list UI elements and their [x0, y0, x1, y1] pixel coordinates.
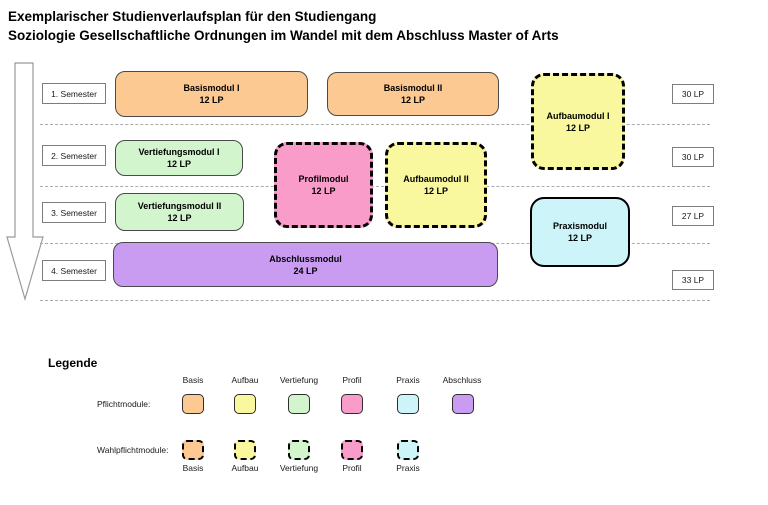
module-aufbaumodul-1: Aufbaumodul I 12 LP: [531, 73, 625, 170]
legend-col-label-profil-bottom: Profil: [342, 463, 362, 473]
legend-row-label-pflichtmodule: Pflichtmodule:: [97, 399, 151, 409]
module-name: Vertiefungsmodul II: [137, 201, 222, 211]
module-credits: 12 LP: [199, 95, 224, 105]
legend-swatch-basis-solid: [182, 394, 204, 414]
module-vertiefungsmodul-1: Vertiefungsmodul I 12 LP: [115, 140, 243, 176]
legend-col-label-aufbau-bottom: Aufbau: [231, 463, 259, 473]
lp-total-semester-2: 30 LP: [672, 147, 714, 167]
legend-swatch-profil-solid: [341, 394, 363, 414]
semester-label-1: 1. Semester: [42, 83, 106, 104]
legend-col-label-praxis-bottom: Praxis: [396, 463, 420, 473]
lp-total-semester-4: 33 LP: [672, 270, 714, 290]
semester-label-2: 2. Semester: [42, 145, 106, 166]
page-title: Exemplarischer Studienverlaufsplan für d…: [8, 8, 559, 45]
module-abschlussmodul: Abschlussmodul 24 LP: [113, 242, 498, 287]
module-vertiefungsmodul-2: Vertiefungsmodul II 12 LP: [115, 193, 244, 231]
legend-col-label-vertiefung-bottom: Vertiefung: [279, 463, 319, 473]
legend-swatch-profil-dashed: [341, 440, 363, 460]
module-basismodul-2: Basismodul II 12 LP: [327, 72, 499, 116]
legend-swatch-vertiefung-dashed: [288, 440, 310, 460]
semester-label-3: 3. Semester: [42, 202, 106, 223]
module-credits: 12 LP: [400, 95, 425, 105]
lp-total-semester-1: 30 LP: [672, 84, 714, 104]
module-aufbaumodul-2: Aufbaumodul II 12 LP: [385, 142, 487, 228]
legend-swatch-praxis-dashed: [397, 440, 419, 460]
module-credits: 12 LP: [565, 122, 590, 133]
module-credits: 24 LP: [293, 265, 318, 276]
module-credits: 12 LP: [423, 186, 448, 196]
separator-line: [40, 186, 710, 187]
legend-col-label-profil: Profil: [342, 375, 362, 385]
legend-swatch-abschluss-solid: [452, 394, 474, 414]
module-name: Aufbaumodul II: [403, 174, 469, 184]
legend-row-label-wahlpflichtmodule: Wahlpflichtmodule:: [97, 445, 169, 455]
legend-col-label-basis: Basis: [182, 375, 204, 385]
legend-swatch-vertiefung-solid: [288, 394, 310, 414]
module-credits: 12 LP: [311, 186, 336, 196]
module-credits: 12 LP: [567, 233, 592, 243]
title-line-2: Soziologie Gesellschaftliche Ordnungen i…: [8, 27, 559, 43]
module-name: Basismodul II: [383, 83, 443, 93]
semester-label-4: 4. Semester: [42, 260, 106, 281]
legend-col-label-aufbau: Aufbau: [231, 375, 259, 385]
module-name: Vertiefungsmodul I: [138, 147, 220, 157]
module-profilmodul: Profilmodul 12 LP: [274, 142, 373, 228]
legend-col-label-vertiefung: Vertiefung: [279, 375, 319, 385]
module-credits: 12 LP: [167, 213, 192, 223]
title-line-1: Exemplarischer Studienverlaufsplan für d…: [8, 9, 377, 24]
timeline-arrow-icon: [4, 61, 46, 302]
separator-line: [40, 300, 710, 301]
module-credits: 12 LP: [166, 159, 191, 169]
module-name: Aufbaumodul I: [546, 110, 610, 121]
legend-heading: Legende: [48, 356, 98, 370]
legend-swatch-basis-dashed: [182, 440, 204, 460]
module-praxismodul: Praxismodul 12 LP: [530, 197, 630, 267]
legend-col-label-abschluss: Abschluss: [442, 375, 482, 385]
legend-col-label-praxis: Praxis: [396, 375, 420, 385]
separator-line: [40, 124, 710, 125]
module-name: Basismodul I: [183, 83, 240, 93]
legend-swatch-aufbau-dashed: [234, 440, 256, 460]
legend-swatch-aufbau-solid: [234, 394, 256, 414]
legend-col-label-basis-bottom: Basis: [182, 463, 204, 473]
module-name: Abschlussmodul: [269, 253, 342, 264]
lp-total-semester-3: 27 LP: [672, 206, 714, 226]
module-name: Praxismodul: [552, 221, 608, 231]
module-name: Profilmodul: [298, 174, 349, 184]
module-basismodul-1: Basismodul I 12 LP: [115, 71, 308, 117]
legend-swatch-praxis-solid: [397, 394, 419, 414]
